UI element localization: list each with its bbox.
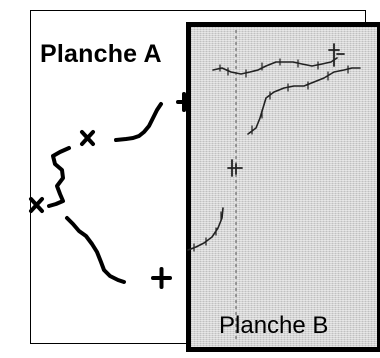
sheet-b-label: Planche B	[219, 312, 329, 339]
cross-mark-x-left	[29, 197, 44, 213]
sheet-a-trace-upper	[114, 102, 163, 142]
sheet-b-hatch-middle	[251, 65, 349, 135]
sheet-b-trace-lower	[187, 207, 224, 251]
sheet-b-mark-middle	[227, 159, 243, 177]
sheet-a-trace-left	[47, 146, 71, 208]
sheet-b-hatch-top	[219, 58, 319, 78]
sheet-b-trace-top	[212, 57, 338, 75]
sheet-a-trace-lower	[65, 216, 126, 284]
sheet-b-mark-top	[328, 43, 345, 67]
plus-mark-lower	[151, 267, 172, 289]
sheet-b-frame	[186, 22, 380, 352]
sheet-b-hatch-lower	[193, 211, 222, 252]
cross-mark-x-upper	[80, 130, 95, 146]
sheet-b-trace-middle	[247, 67, 361, 135]
sheet-a-label: Planche A	[40, 40, 162, 68]
